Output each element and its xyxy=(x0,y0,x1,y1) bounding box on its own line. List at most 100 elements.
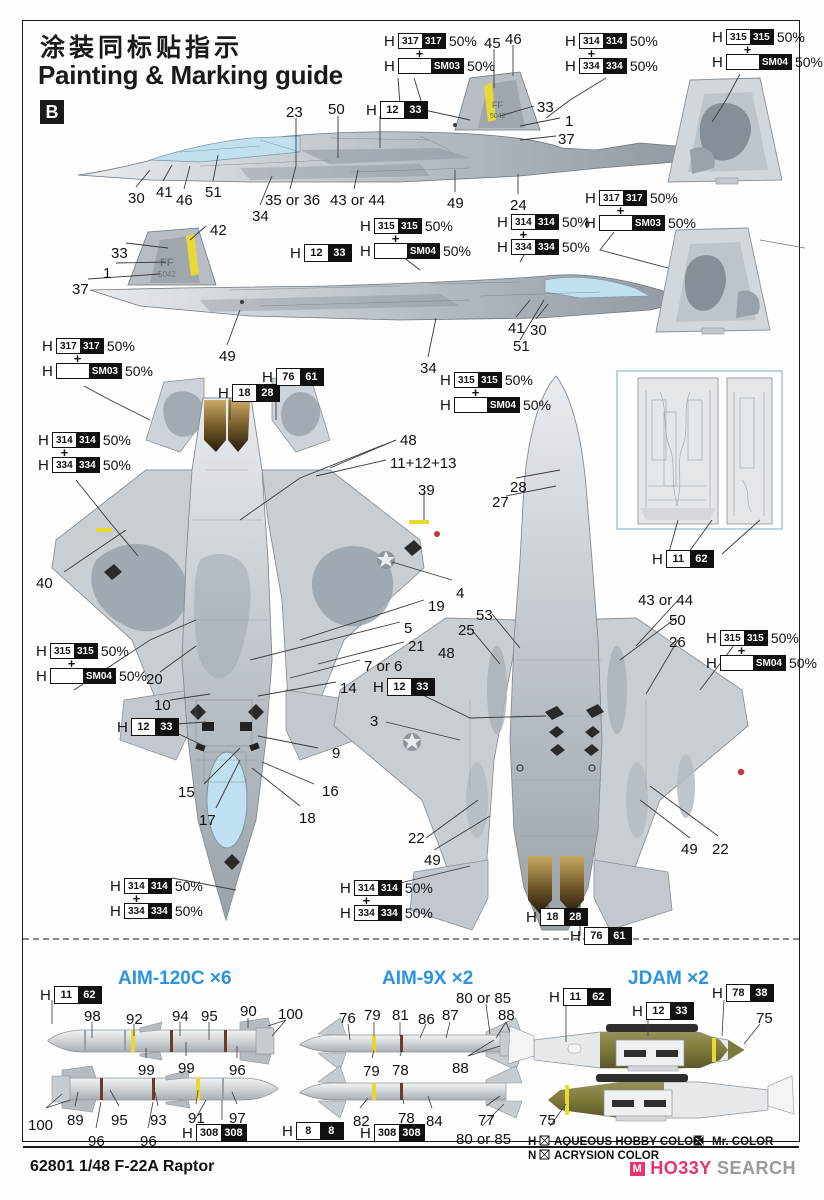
paint-brand-prefix: H xyxy=(706,629,717,647)
part-number-label: 45 xyxy=(484,35,501,52)
weapon-part-number-label: 99 xyxy=(138,1062,155,1079)
part-number-label: 49 xyxy=(424,852,441,869)
kit-number-title: 62801 1/48 F-22A Raptor xyxy=(30,1158,215,1175)
paint-code-dark: 62 xyxy=(77,987,101,1003)
paint-ratio: 50% xyxy=(561,214,590,230)
jdam-title: JDAM ×2 xyxy=(628,968,709,989)
paint-brand-prefix: H xyxy=(440,371,451,389)
paint-code-light: 317 xyxy=(398,34,422,48)
part-number-label: 10 xyxy=(154,697,171,714)
paint-code-dark: 33 xyxy=(154,719,178,735)
paint-brand-prefix: H xyxy=(565,32,576,50)
paint-mix-plus: + xyxy=(391,231,400,246)
paint-brand-prefix: H xyxy=(712,28,723,46)
paint-ratio: 50% xyxy=(770,630,799,646)
weapon-part-number-label: 78 xyxy=(398,1110,415,1127)
part-number-label: 46 xyxy=(505,31,522,48)
part-number-label: 49 xyxy=(219,348,236,365)
paint-chip: SM04 xyxy=(373,243,440,259)
paint-brand-prefix: H xyxy=(218,384,229,402)
paint-code-dark: SM03 xyxy=(430,59,463,73)
paint-ratio: 50% xyxy=(118,668,147,684)
paint-mix-plus: + xyxy=(587,46,596,61)
hobby-search-word2: SEARCH xyxy=(716,1158,796,1178)
paint-ratio: 50% xyxy=(174,903,203,919)
paint-code-dark: 33 xyxy=(669,1003,693,1019)
part-number-label: 24 xyxy=(510,197,527,214)
paint-brand-prefix: H xyxy=(712,53,723,71)
weapon-part-number-label: 92 xyxy=(126,1011,143,1028)
part-number-label: 7 or 6 xyxy=(364,658,403,675)
paint-ratio: 50% xyxy=(124,363,153,379)
paint-code-light: 314 xyxy=(354,881,378,895)
part-number-label: 21 xyxy=(408,638,425,655)
paint-brand-prefix: H xyxy=(40,986,51,1004)
part-number-label: 53 xyxy=(476,607,493,624)
paint-brand-prefix: H xyxy=(712,984,723,1002)
part-number-label: 49 xyxy=(681,841,698,858)
weapon-part-number-label: 79 xyxy=(363,1063,380,1080)
weapon-part-number-label: 77 xyxy=(478,1112,495,1129)
paint-ratio: 50% xyxy=(522,397,551,413)
weapon-part-number-label: 90 xyxy=(240,1003,257,1020)
paint-mix-plus: + xyxy=(471,385,480,400)
footer-rule xyxy=(23,1146,799,1148)
weapon-part-number-label: 88 xyxy=(452,1060,469,1077)
paint-code-dark: 61 xyxy=(607,928,631,944)
part-number-label: 25 xyxy=(458,622,475,639)
paint-code-dark: 317 xyxy=(622,191,646,205)
part-number-label: 41 xyxy=(156,184,173,201)
paint-mix-plus: + xyxy=(67,656,76,671)
part-number-label: 34 xyxy=(252,208,269,225)
legend-row-aqueous: AQUEOUS HOBBY COLOR xyxy=(554,1136,702,1148)
part-number-label: 50 xyxy=(328,101,345,118)
part-number-label: 46 xyxy=(176,192,193,209)
page-title: Painting & Marking guide xyxy=(38,60,343,90)
paint-brand-prefix: H xyxy=(42,337,53,355)
part-number-label: 16 xyxy=(322,783,339,800)
aim120c-title: AIM-120C ×6 xyxy=(118,968,232,989)
paint-brand-prefix: H xyxy=(38,431,49,449)
part-number-label: 1 xyxy=(103,265,112,282)
paint-ratio: 50% xyxy=(404,905,433,921)
hobby-search-word1: HO33Y xyxy=(650,1158,712,1178)
paint-brand-prefix: H xyxy=(526,908,537,926)
weapon-part-number-label: 96 xyxy=(140,1133,157,1150)
paint-code-light: 314 xyxy=(52,433,76,447)
weapon-part-number-label: 100 xyxy=(28,1117,54,1134)
part-number-label: 17 xyxy=(199,812,216,829)
weapon-part-number-label: 97 xyxy=(229,1110,246,1127)
paint-brand-prefix: H xyxy=(706,654,717,672)
legend-row-acrysion: ACRYSION COLOR xyxy=(554,1150,659,1162)
paint-code-dark: 28 xyxy=(563,909,587,925)
paint-ratio: 50% xyxy=(442,243,471,259)
paint-code-light: 76 xyxy=(276,369,300,385)
paint-code-light: 334 xyxy=(511,240,535,254)
paint-code-light: 76 xyxy=(584,928,608,944)
paint-mix-plus: + xyxy=(519,227,528,242)
part-number-label: 20 xyxy=(146,671,163,688)
part-number-label: 18 xyxy=(299,810,316,827)
paint-code-dark: SM04 xyxy=(752,656,785,670)
paint-code-light xyxy=(56,364,89,378)
weapon-part-number-label: 95 xyxy=(201,1008,218,1025)
part-number-label: 50 xyxy=(669,612,686,629)
